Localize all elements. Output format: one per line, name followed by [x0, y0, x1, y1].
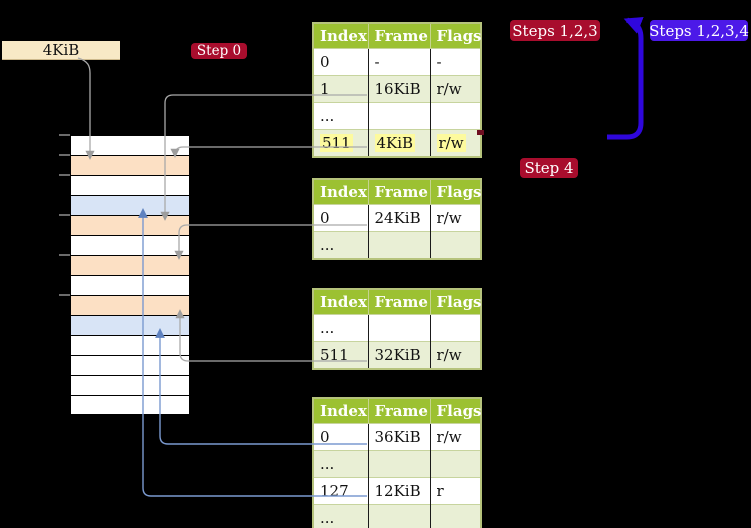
memory-row-9 [71, 296, 189, 316]
column-header-frame: Frame [368, 23, 431, 49]
highlight: 511 [320, 134, 353, 152]
column-header-index: Index [313, 179, 369, 205]
table-row: ... [313, 504, 481, 528]
table-row: 0 24KiB r/w [313, 204, 481, 232]
table-row: 127 12KiB r [313, 477, 481, 505]
cell-flags [430, 504, 481, 528]
memory-row-6 [71, 236, 189, 256]
cell-index: ... [313, 314, 369, 342]
cell-flags [430, 450, 481, 478]
cell-frame: 16KiB [368, 75, 431, 103]
table-row: ... [313, 450, 481, 478]
cell-flags: r/w [430, 75, 481, 103]
page-table-2: Index Frame Flags 0 24KiB r/w ... [312, 178, 482, 260]
table-row: ... [313, 231, 481, 259]
table-row: ... [313, 102, 481, 130]
table-row: 1 16KiB r/w [313, 75, 481, 103]
column-header-flags: Flags [430, 398, 482, 424]
column-header-frame: Frame [368, 289, 431, 315]
table-header-row: Index Frame Flags [313, 289, 482, 315]
cell-frame [368, 231, 431, 259]
table-row: 511 32KiB r/w [313, 341, 481, 369]
memory-address-ticks [59, 134, 70, 296]
memory-row-11 [71, 336, 189, 356]
cell-frame: 36KiB [368, 423, 431, 451]
cell-frame: 32KiB [368, 341, 431, 369]
memory-row-12 [71, 356, 189, 376]
column-header-index: Index [313, 23, 369, 49]
column-header-frame: Frame [368, 179, 431, 205]
cell-flags: r/w [430, 341, 481, 369]
cell-flags [430, 314, 481, 342]
cell-frame: - [368, 48, 431, 76]
column-header-frame: Frame [368, 398, 431, 424]
physical-memory-stack [70, 135, 190, 415]
memory-row-1 [71, 136, 189, 156]
cell-index: 0 [313, 204, 369, 232]
cell-index: 0 [313, 423, 369, 451]
column-header-flags: Flags [430, 289, 482, 315]
cell-flags: r [430, 477, 481, 505]
step0-badge: Step 0 [191, 43, 247, 59]
cell-index: ... [313, 231, 369, 259]
cell-index: 1 [313, 75, 369, 103]
page-table-1: Index Frame Flags 0 - - 1 16KiB r/w ... … [312, 22, 482, 158]
page-table-3: Index Frame Flags ... 511 32KiB r/w [312, 288, 482, 370]
cell-index: ... [313, 450, 369, 478]
cell-frame [368, 504, 431, 528]
steps-1234-badge: Steps 1,2,3,4 [649, 20, 749, 41]
cell-index: 511 [313, 341, 369, 369]
table-row: 0 - - [313, 48, 481, 76]
table-row-highlighted: 511 4KiB r/w [313, 129, 481, 157]
memory-row-10 [71, 316, 189, 336]
column-header-flags: Flags [430, 23, 482, 49]
steps-123-badge: Steps 1,2,3 [510, 20, 600, 41]
cell-flags: r/w [430, 204, 481, 232]
cell-flags [430, 102, 481, 130]
cell-frame [368, 450, 431, 478]
cell-index: 511 [313, 129, 369, 157]
cell-index: ... [313, 504, 369, 528]
column-header-index: Index [313, 289, 369, 315]
cell-flags: r/w [430, 129, 481, 157]
cell-index: 0 [313, 48, 369, 76]
cell-flags: r/w [430, 423, 481, 451]
column-header-index: Index [313, 398, 369, 424]
memory-row-8 [71, 276, 189, 296]
memory-row-3 [71, 176, 189, 196]
cell-index: 127 [313, 477, 369, 505]
page-table-4: Index Frame Flags 0 36KiB r/w ... 127 12… [312, 397, 482, 528]
table-header-row: Index Frame Flags [313, 179, 482, 205]
memory-row-13 [71, 376, 189, 396]
memory-row-4 [71, 196, 189, 216]
table-header-row: Index Frame Flags [313, 398, 482, 424]
table-row: 0 36KiB r/w [313, 423, 481, 451]
cell-frame [368, 314, 431, 342]
step4-badge: Step 4 [520, 158, 578, 178]
column-header-flags: Flags [430, 179, 482, 205]
cell-frame: 4KiB [368, 129, 431, 157]
table-header-row: Index Frame Flags [313, 23, 482, 49]
frame-size-label: 4KiB [2, 41, 120, 60]
cell-frame [368, 102, 431, 130]
cell-frame: 12KiB [368, 477, 431, 505]
table-row: ... [313, 314, 481, 342]
memory-row-2 [71, 156, 189, 176]
cell-frame: 24KiB [368, 204, 431, 232]
highlight: r/w [436, 134, 466, 152]
cell-flags [430, 231, 481, 259]
memory-row-7 [71, 256, 189, 276]
memory-row-5 [71, 216, 189, 236]
cell-index: ... [313, 102, 369, 130]
cell-flags: - [430, 48, 481, 76]
loop-arrow-steps-1234 [607, 16, 644, 140]
highlight: 4KiB [374, 134, 416, 152]
memory-row-14 [71, 396, 189, 414]
